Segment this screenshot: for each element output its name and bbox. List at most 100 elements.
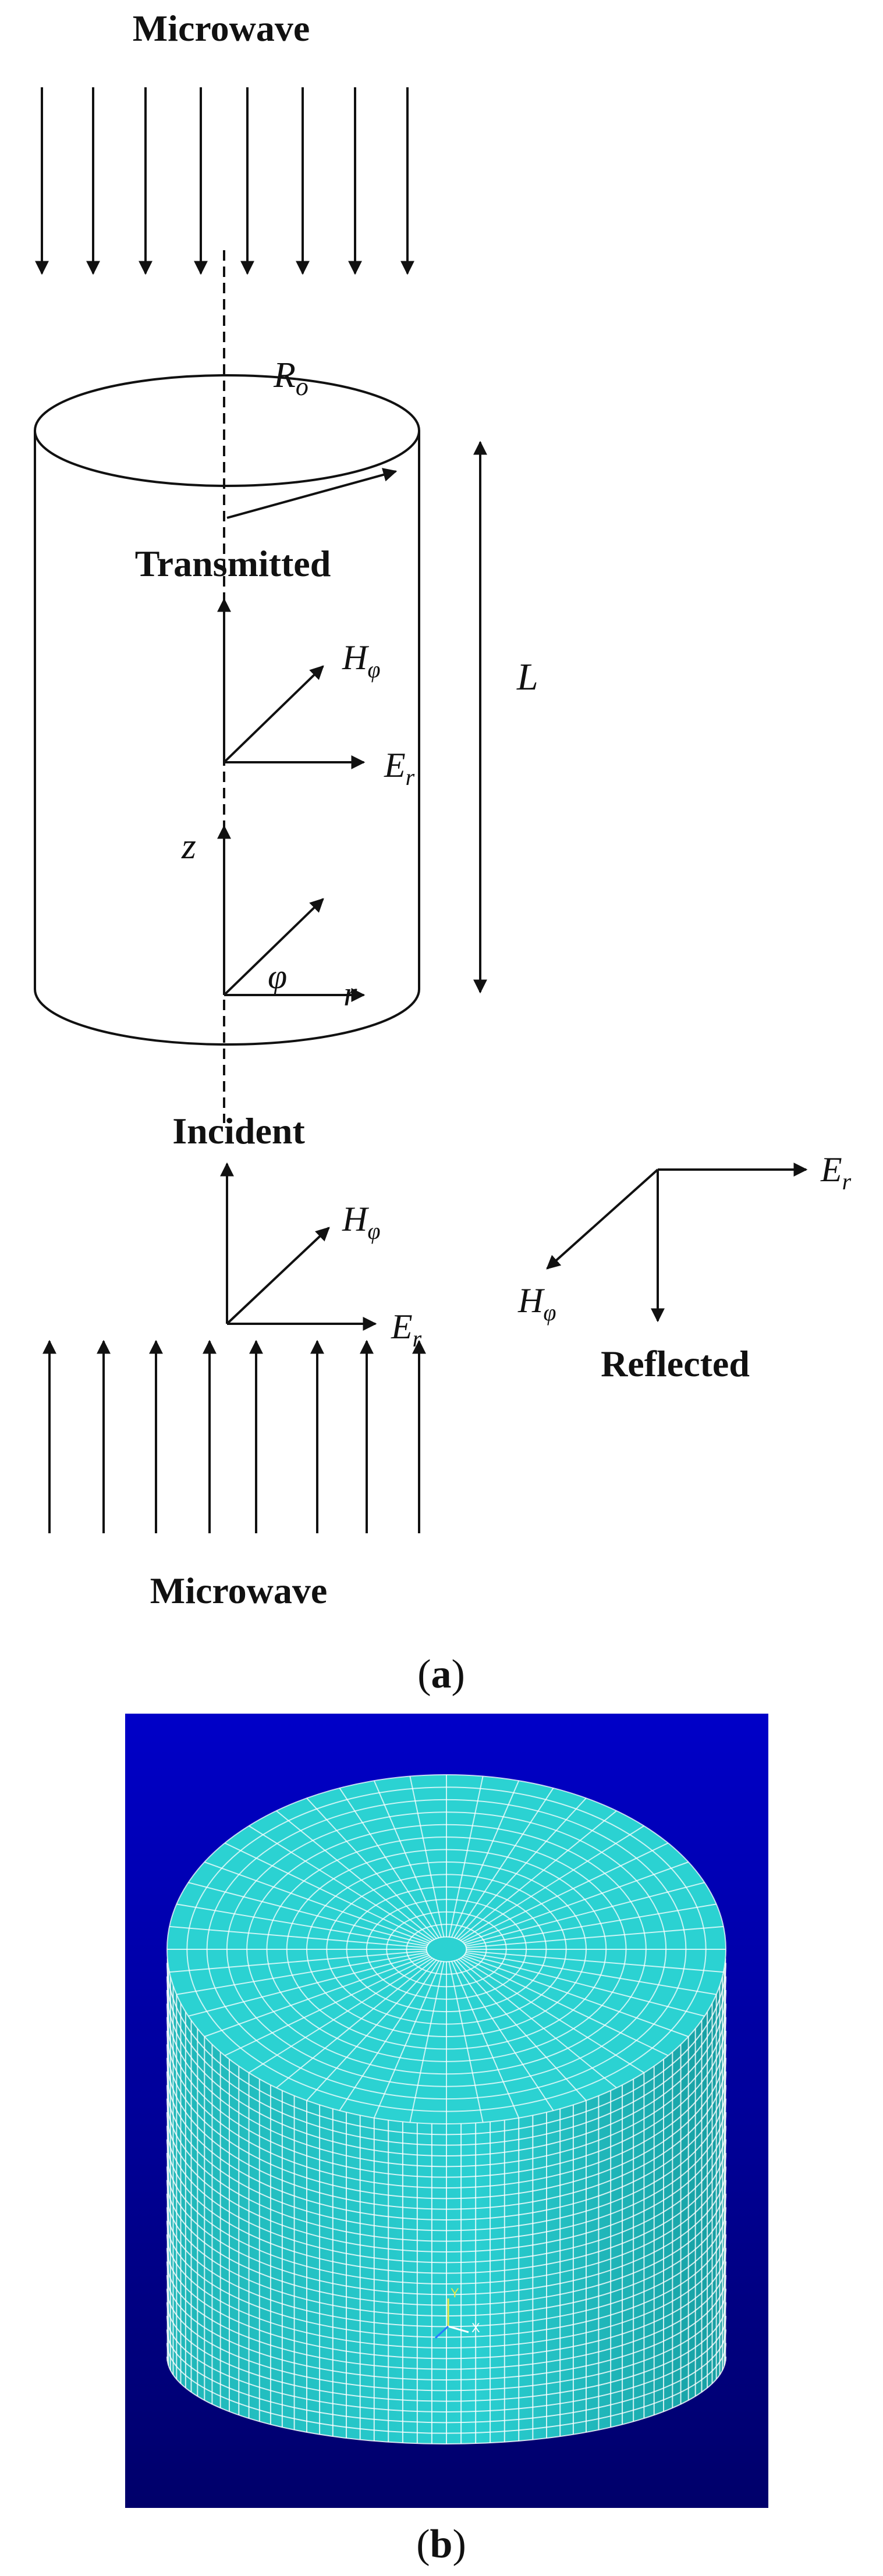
mesh-side-ring — [166, 2275, 726, 2380]
mesh-side-ring — [166, 2261, 726, 2370]
mesh-top-radial-line — [224, 1842, 431, 1943]
mesh-top-grid — [166, 1774, 726, 2124]
microwave-bottom-label: Microwave — [150, 1570, 327, 1611]
mesh-top-radial-line — [224, 1956, 431, 2056]
mesh-top-radial-line — [373, 1780, 442, 1938]
mesh-side-ring — [166, 2017, 726, 2178]
mesh-top-radial-line — [176, 1952, 428, 1995]
axis-x-label: X — [471, 2321, 480, 2335]
mesh-side-ring — [166, 1963, 726, 2136]
radius-arrow — [226, 468, 398, 519]
mesh-side-ring — [166, 2207, 726, 2328]
mesh-side-grid — [166, 1958, 726, 2444]
transmitted-field-vectors — [217, 598, 366, 769]
mesh-side-ring — [166, 2234, 726, 2348]
length-symbol: L — [516, 656, 538, 698]
r-axis-symbol: r — [343, 975, 357, 1013]
mesh-side-ring — [166, 1989, 726, 2156]
mesh-top-radial-line — [169, 1950, 427, 1973]
mesh-side-ring — [166, 2152, 726, 2284]
mesh-top-radial-line — [409, 1776, 445, 1938]
mesh-top-radial-line — [462, 1956, 669, 2056]
mesh-top-radial-line — [466, 1925, 724, 1949]
mesh-top-radial-line — [453, 1960, 554, 2111]
incident-field-vectors — [220, 1162, 377, 1331]
mesh-top-radial-line — [409, 1961, 445, 2123]
mesh-top-radial-line — [465, 1903, 717, 1947]
mesh-top-radial-line — [188, 1882, 429, 1945]
mesh-top-radial-line — [451, 1960, 520, 2119]
mesh-top-radial-line — [460, 1825, 644, 1941]
panel-a-caption: (a) — [417, 1652, 465, 1697]
coordinate-system-vectors — [217, 825, 366, 1002]
mesh-side-ring — [166, 2085, 726, 2232]
reflected-h-symbol: Hφ — [517, 1281, 556, 1326]
mesh-side-ring — [166, 2289, 726, 2392]
mesh-top-radial-line — [339, 1960, 439, 2111]
axis-triad: Y X — [434, 2286, 480, 2339]
mesh-top-radial-line — [463, 1861, 689, 1944]
mesh-side-ring — [166, 2356, 726, 2444]
z-axis-symbol: z — [181, 825, 196, 866]
mesh-top-radial-line — [464, 1953, 705, 2017]
mesh-side-ring — [166, 2030, 726, 2188]
mesh-top-radial-line — [448, 1961, 484, 2123]
mesh-side-ring — [166, 2112, 726, 2252]
panel-b-mesh-render: Y X — [125, 1714, 768, 2508]
mesh-top-radial-line — [463, 1955, 689, 2037]
mesh-top-radial-line — [458, 1958, 617, 2088]
mesh-top-radial-line — [448, 1776, 484, 1938]
mesh-side-ring — [166, 2058, 726, 2210]
mesh-top-radial-line — [249, 1825, 433, 1941]
mesh-top-radial-line — [169, 1925, 427, 1949]
microwave-top-arrows — [35, 87, 414, 275]
mesh-side-ring — [166, 2044, 726, 2200]
mesh-top-radial-line — [249, 1957, 433, 2073]
axis-y-label: Y — [451, 2286, 459, 2300]
panel-b-caption: (b) — [416, 2522, 466, 2567]
mesh-top-radial-line — [456, 1797, 587, 1939]
mesh-top-radial-line — [276, 1810, 435, 1941]
mesh-top-radial-line — [451, 1780, 520, 1938]
mesh-side-ring — [166, 2329, 726, 2424]
mesh-top-radial-line — [176, 1903, 428, 1947]
mesh-top-radial-line — [465, 1952, 717, 1995]
mesh-side-ring — [166, 2343, 726, 2434]
mesh-top-radial-line — [464, 1882, 705, 1945]
microwave-bottom-arrows — [42, 1339, 426, 1533]
panel-a-diagram: Microwave Ro L Transm — [34, 8, 852, 1611]
mesh-side-ring — [166, 2315, 726, 2412]
radius-symbol: Ro — [273, 356, 308, 401]
mesh-top-radial-line — [204, 1861, 430, 1944]
mesh-side-ring — [166, 2220, 726, 2338]
mesh-side-ring — [166, 2098, 726, 2242]
mesh-side-ring — [166, 2071, 726, 2220]
mesh-top-radial-line — [188, 1953, 429, 2017]
reflected-label: Reflected — [601, 1343, 750, 1384]
mesh-side-ring — [166, 2302, 726, 2402]
reflected-field-vectors — [546, 1163, 808, 1323]
mesh-side-ring — [166, 2166, 726, 2296]
mesh-top-radial-line — [276, 1958, 435, 2088]
transmitted-label: Transmitted — [135, 543, 331, 584]
mesh-side-ring — [166, 2139, 726, 2274]
cylinder-outline — [34, 374, 420, 1046]
mesh-top-radial-line — [204, 1955, 430, 2037]
incident-e-symbol: Er — [391, 1307, 422, 1352]
incident-label: Incident — [172, 1110, 305, 1152]
mesh-side-ring — [166, 2248, 726, 2360]
mesh-side-ring — [166, 2003, 726, 2168]
phi-symbol: φ — [268, 957, 287, 996]
mesh-top-radial-line — [453, 1788, 554, 1939]
mesh-top-radial-line — [373, 1960, 442, 2119]
mesh-side-ring — [166, 2126, 726, 2264]
incident-h-symbol: Hφ — [342, 1200, 380, 1244]
mesh-top-radial-line — [466, 1950, 724, 1973]
microwave-top-label: Microwave — [133, 8, 310, 49]
transmitted-h-symbol: Hφ — [342, 638, 380, 683]
mesh-top-radial-line — [339, 1788, 439, 1939]
mesh-side-ring — [166, 1976, 726, 2146]
mesh-side-ring — [166, 2180, 726, 2306]
mesh-side-ring — [166, 2193, 726, 2316]
